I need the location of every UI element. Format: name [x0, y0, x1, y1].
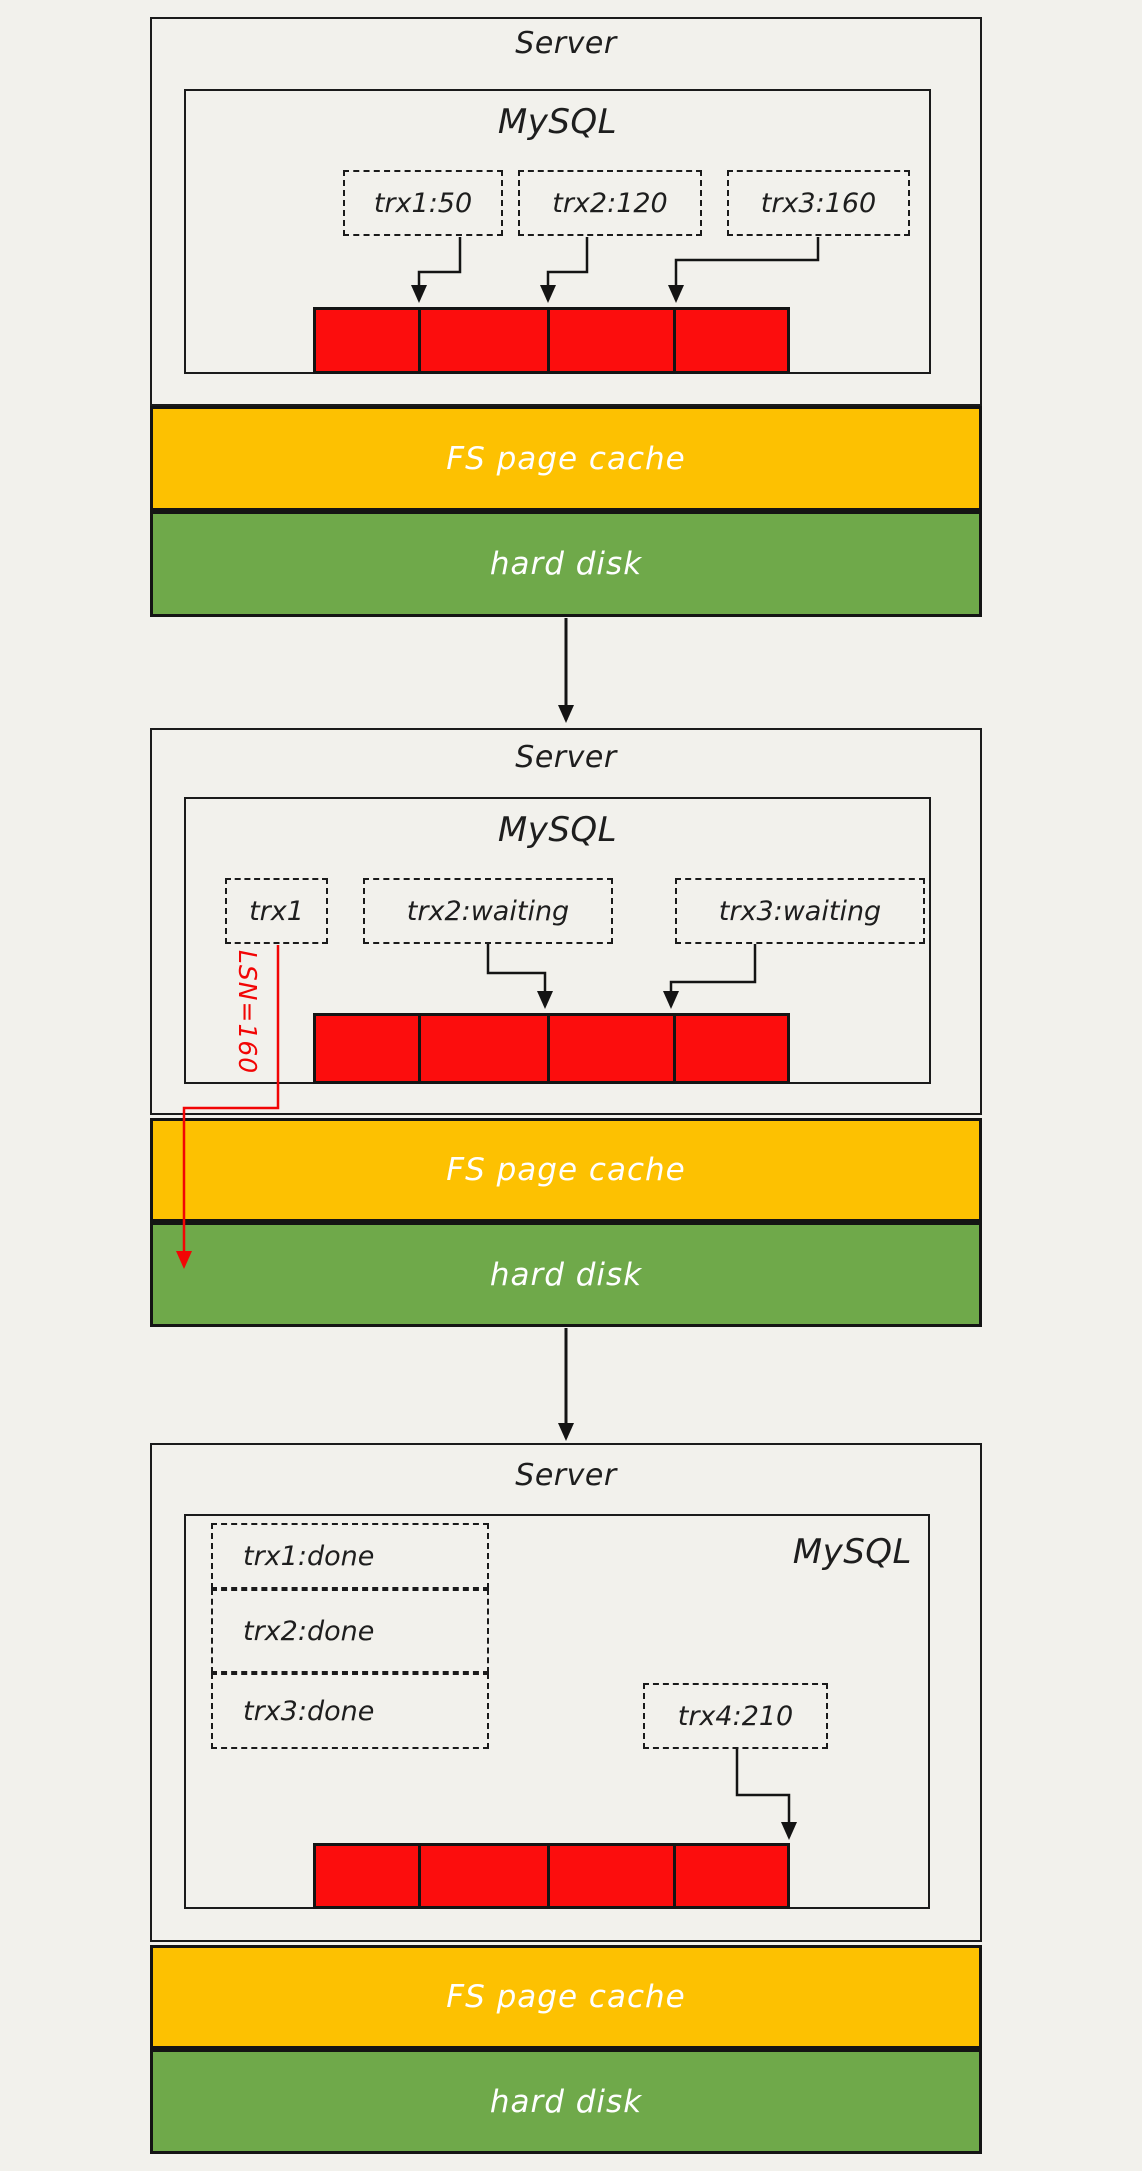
panel3-fs-page-cache-bar: FS page cache	[150, 1945, 982, 2049]
panel1-trx3-box: trx3:160	[727, 170, 910, 236]
panel1-log-segment-divider	[547, 310, 550, 371]
panel1-server-label: Server	[515, 26, 617, 61]
panel3-server-label: Server	[515, 1458, 617, 1493]
panel2-trx3-box: trx3:waiting	[675, 878, 925, 944]
panel1-mysql-label: MySQL	[497, 102, 618, 142]
panel3-server-box	[150, 1443, 982, 1942]
panel1-fs-page-cache-bar: FS page cache	[150, 406, 982, 511]
panel2-lsn-label: LSN=160	[233, 950, 262, 1075]
panel2-log-segment-divider	[673, 1016, 676, 1081]
panel2-server-box	[150, 728, 982, 1115]
panel3-trx4-box: trx4:210	[643, 1683, 828, 1749]
panel2-trx1-box: trx1	[225, 878, 328, 944]
panel3-log-segment-divider	[673, 1846, 676, 1906]
panel3-log-segment-divider	[547, 1846, 550, 1906]
panel1-log-segment-divider	[418, 310, 421, 371]
panel1-hard-disk-bar: hard disk	[150, 511, 982, 617]
panel2-trx2-box: trx2:waiting	[363, 878, 613, 944]
panel1-log-segment-divider	[673, 310, 676, 371]
panel2-log-segment-divider	[547, 1016, 550, 1081]
panel3-hard-disk-bar: hard disk	[150, 2049, 982, 2154]
panel3-log-buffer-bar	[313, 1843, 790, 1909]
panel2-log-segment-divider	[418, 1016, 421, 1081]
panel2-mysql-label: MySQL	[497, 810, 618, 850]
panel1-trx2-box: trx2:120	[518, 170, 702, 236]
panel3-log-segment-divider	[418, 1846, 421, 1906]
panel3-trx3-done-box: trx3:done	[211, 1673, 489, 1749]
panel1-server-box	[150, 17, 982, 406]
panel2-hard-disk-bar: hard disk	[150, 1222, 982, 1327]
panel3-trx1-done-box: trx1:done	[211, 1523, 489, 1589]
panel3-trx2-done-box: trx2:done	[211, 1589, 489, 1673]
panel1-trx1-box: trx1:50	[343, 170, 503, 236]
panel2-log-buffer-bar	[313, 1013, 790, 1084]
panel3-mysql-label: MySQL	[792, 1532, 912, 1572]
panel2-fs-page-cache-bar: FS page cache	[150, 1118, 982, 1222]
panel1-log-buffer-bar	[313, 307, 790, 374]
panel2-server-label: Server	[515, 740, 617, 775]
